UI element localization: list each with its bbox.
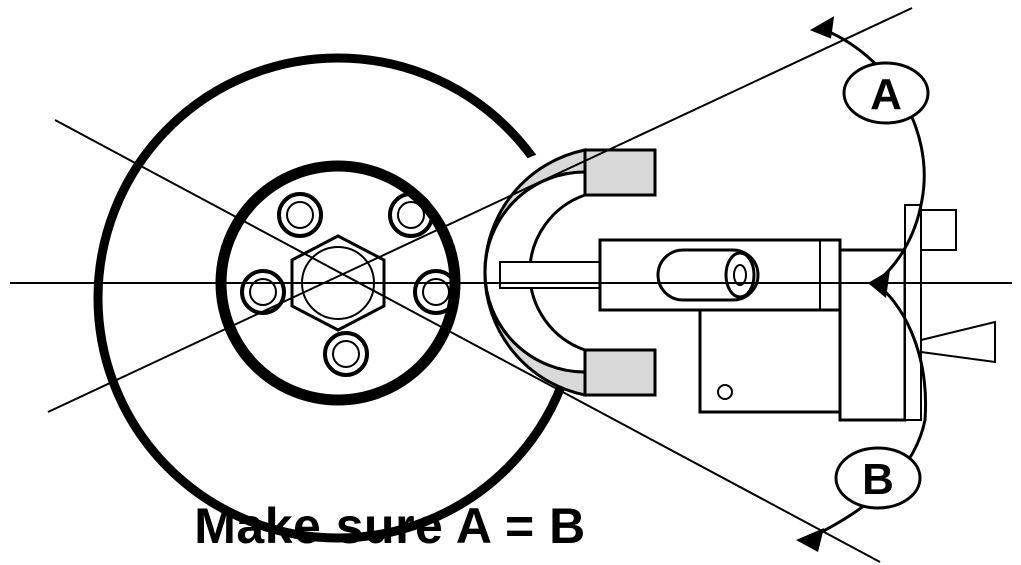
- arrowhead-top-icon: [809, 16, 835, 39]
- callout-b-label: B: [862, 455, 894, 504]
- callout-b: B: [834, 446, 922, 510]
- gauge-plate: [904, 204, 922, 421]
- lug-hole: [388, 192, 434, 238]
- caliper-lower-arm: [583, 348, 657, 397]
- lug-holes: [240, 192, 459, 377]
- lug-hole: [249, 278, 277, 306]
- reference-lines: [10, 7, 1012, 563]
- handle: [920, 320, 996, 364]
- lug-hole: [413, 269, 459, 315]
- callout-a: A: [842, 61, 930, 125]
- lower-tangent-line: [54, 119, 881, 563]
- lug-hole: [323, 331, 369, 377]
- gauge-mount: [838, 248, 907, 422]
- arc-b: [804, 281, 928, 542]
- callout-a-label: A: [870, 70, 902, 119]
- lug-hole: [277, 192, 323, 238]
- angle-arcs: [796, 16, 928, 552]
- lug-hole: [397, 201, 425, 229]
- caliper-saddle-inner: [483, 170, 587, 374]
- lug-hole: [332, 340, 360, 368]
- plunger-rod: [499, 261, 601, 289]
- lug-hole: [240, 269, 286, 315]
- knob: [920, 209, 957, 251]
- lug-hole: [286, 201, 314, 229]
- hub-center-hex: [290, 234, 386, 332]
- arrowhead-center-icon: [868, 270, 890, 298]
- callout-b-bubble: [834, 446, 922, 510]
- arc-a: [819, 26, 926, 285]
- dial-face-inner: [733, 264, 747, 286]
- callout-a-bubble: [842, 61, 930, 125]
- screw-icon: [717, 384, 733, 400]
- upper-tangent-line: [47, 7, 913, 413]
- caliper-tool: [464, 148, 996, 422]
- instruction-caption: Make sure A = B: [194, 498, 586, 554]
- lug-hole: [422, 278, 450, 306]
- arrowhead-bottom-icon: [796, 528, 824, 552]
